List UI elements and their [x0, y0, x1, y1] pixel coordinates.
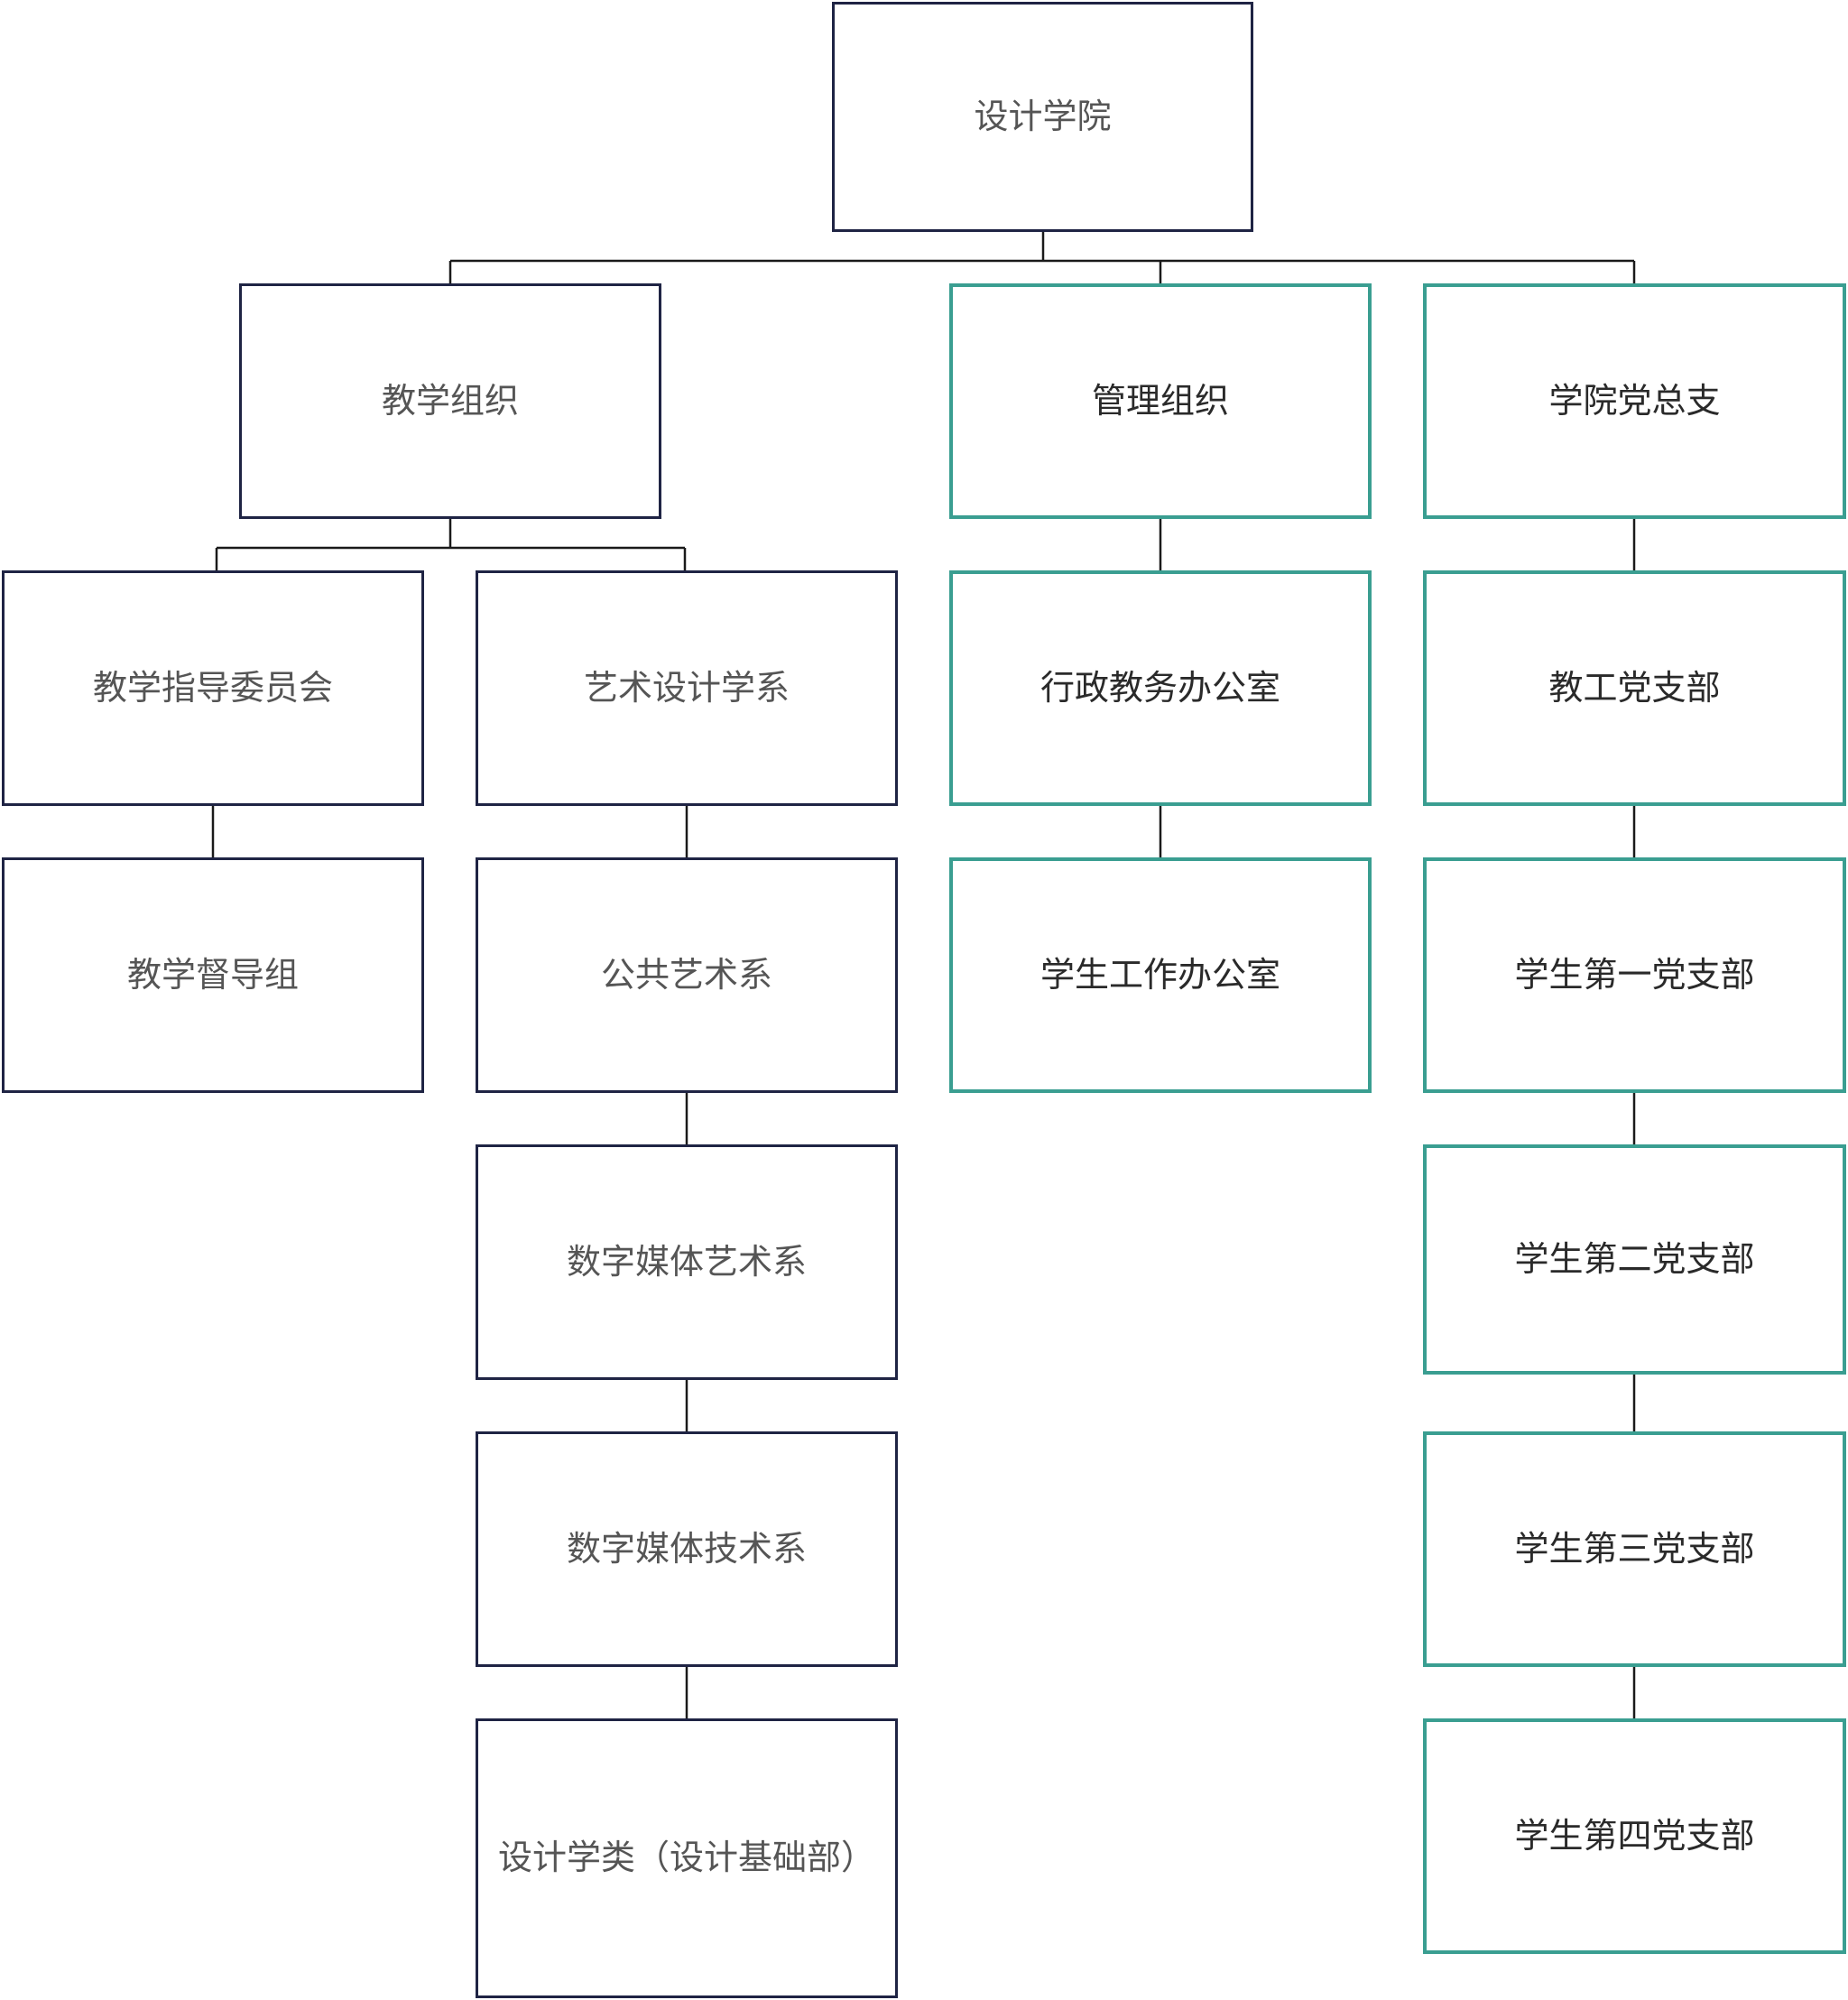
node-teaching-guidance-committee: 教学指导委员会	[2, 570, 424, 806]
node-label: 行政教务办公室	[1040, 667, 1280, 708]
node-student-party-branch-2: 学生第二党支部	[1423, 1144, 1846, 1375]
node-digital-media-tech-dept: 数字媒体技术系	[476, 1431, 898, 1667]
node-student-party-branch-3: 学生第三党支部	[1423, 1431, 1846, 1667]
node-label: 学生第二党支部	[1514, 1238, 1755, 1279]
node-label: 公共艺术系	[600, 954, 772, 995]
node-faculty-party-branch: 教工党支部	[1423, 570, 1846, 806]
node-label: 学生工作办公室	[1040, 954, 1280, 995]
node-label: 教学组织	[381, 380, 519, 421]
node-label: 数字媒体艺术系	[566, 1241, 807, 1282]
node-art-design-dept: 艺术设计学系	[476, 570, 898, 806]
node-student-party-branch-4: 学生第四党支部	[1423, 1718, 1846, 1954]
node-label: 学院党总支	[1548, 380, 1721, 421]
node-student-affairs-office: 学生工作办公室	[949, 857, 1372, 1093]
node-label: 教工党支部	[1548, 667, 1721, 708]
node-label: 设计学类（设计基础部）	[497, 1838, 875, 1878]
node-design-college: 设计学院	[832, 2, 1253, 232]
node-digital-media-art-dept: 数字媒体艺术系	[476, 1144, 898, 1380]
node-admin-academic-office: 行政教务办公室	[949, 570, 1372, 806]
node-label: 管理组织	[1091, 380, 1229, 421]
node-label: 学生第三党支部	[1514, 1528, 1755, 1569]
node-label: 设计学院	[974, 96, 1112, 136]
node-label: 学生第一党支部	[1514, 954, 1755, 995]
node-party-general-branch: 学院党总支	[1423, 283, 1846, 519]
node-student-party-branch-1: 学生第一党支部	[1423, 857, 1846, 1093]
node-label: 数字媒体技术系	[566, 1528, 807, 1569]
node-label: 学生第四党支部	[1514, 1815, 1755, 1856]
node-teaching-supervision-group: 教学督导组	[2, 857, 424, 1093]
node-management-org: 管理组织	[949, 283, 1372, 519]
node-teaching-org: 教学组织	[239, 283, 661, 519]
node-label: 艺术设计学系	[583, 667, 790, 708]
node-public-art-dept: 公共艺术系	[476, 857, 898, 1093]
node-label: 教学指导委员会	[92, 667, 333, 708]
node-label: 教学督导组	[126, 954, 299, 995]
node-design-foundation: 设计学类（设计基础部）	[476, 1718, 898, 1998]
